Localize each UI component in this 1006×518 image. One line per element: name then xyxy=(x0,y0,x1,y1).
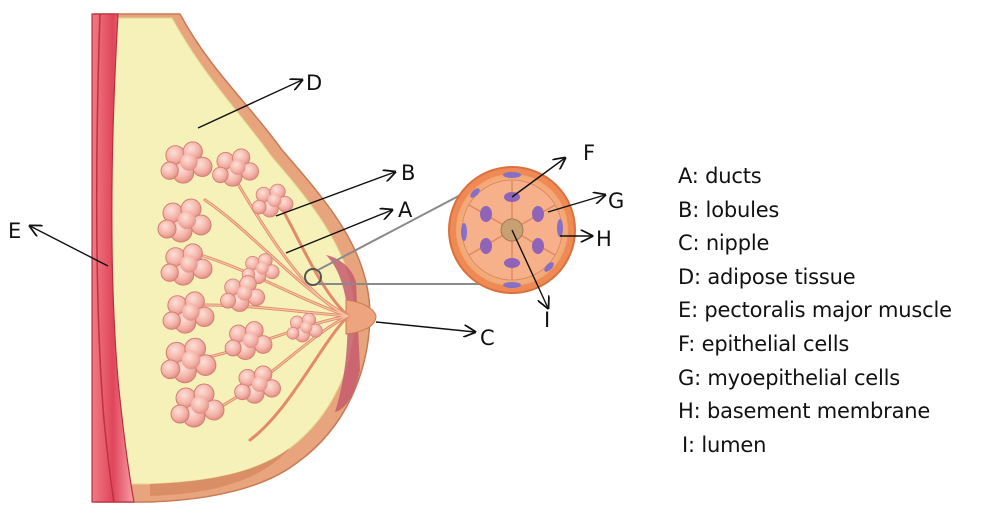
label-h: H xyxy=(596,227,612,251)
label-g: G xyxy=(608,189,624,213)
legend-item-h: H: basement membrane xyxy=(678,395,1006,429)
label-a: A xyxy=(398,198,413,222)
label-c: C xyxy=(480,326,495,350)
legend: A: ducts B: lobules C: nipple D: adipose… xyxy=(678,160,1006,462)
label-i: I xyxy=(544,308,550,332)
legend-item-d: D: adipose tissue xyxy=(678,261,1006,295)
label-d: D xyxy=(306,71,322,95)
legend-item-c: C: nipple xyxy=(678,227,1006,261)
nipple xyxy=(346,300,376,334)
legend-item-b: B: lobules xyxy=(678,194,1006,228)
legend-item-g: G: myoepithelial cells xyxy=(678,362,1006,396)
legend-item-f: F: epithelial cells xyxy=(678,328,1006,362)
label-b: B xyxy=(401,161,415,185)
legend-item-e: E: pectoralis major muscle xyxy=(678,294,1006,328)
label-f: F xyxy=(583,141,595,165)
arrow-c xyxy=(376,322,475,332)
legend-item-a: A: ducts xyxy=(678,160,1006,194)
legend-item-i: I: lumen xyxy=(678,429,1006,463)
label-e: E xyxy=(8,219,21,243)
